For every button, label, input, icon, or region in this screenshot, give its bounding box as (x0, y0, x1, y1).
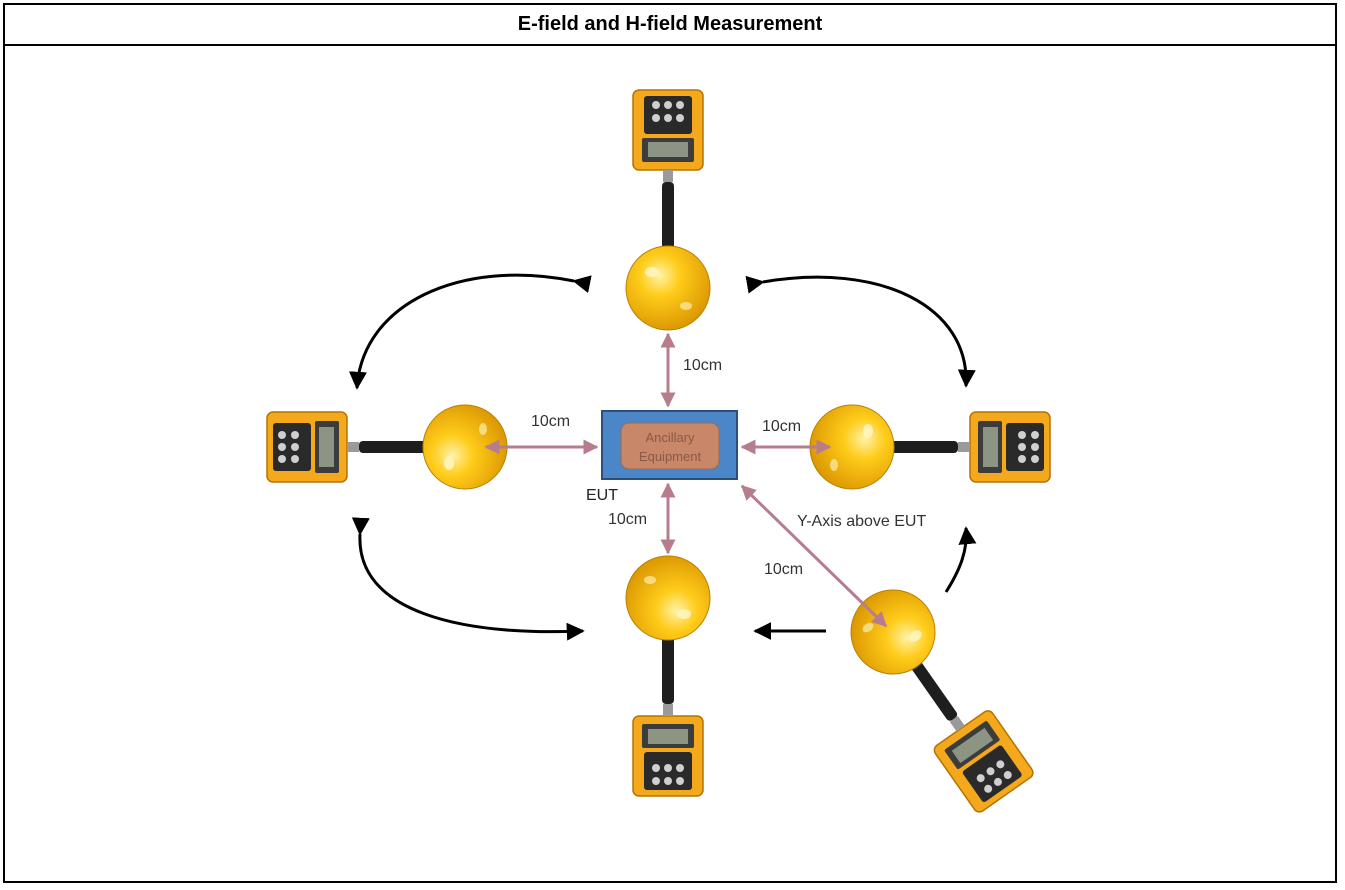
y-axis-label: Y-Axis above EUT (797, 513, 926, 530)
distance-label-diagonal: 10cm (764, 561, 803, 578)
probe-diagonal (833, 572, 1042, 820)
ancillary-equipment-box (620, 422, 720, 470)
distance-label-left: 10cm (531, 413, 570, 430)
distance-arrow-diagonal (740, 484, 888, 628)
probe-right (809, 404, 1051, 490)
ancillary-label-line2: Equipment (639, 449, 702, 464)
rotation-arrow-bottom-left (351, 517, 585, 641)
diagram-title: E-field and H-field Measurement (517, 13, 823, 35)
probe-left (266, 404, 508, 490)
rotation-arrow-top-left (348, 273, 592, 390)
rotation-arrow-top-right (745, 275, 976, 388)
distance-label-top: 10cm (683, 357, 722, 374)
distance-label-bottom: 10cm (608, 511, 647, 528)
eut-label: EUT (586, 487, 618, 504)
probe-bottom (625, 555, 711, 797)
rotation-arrow-right-up (944, 526, 977, 593)
probe-top (625, 89, 711, 331)
ancillary-label-line1: Ancillary (645, 430, 695, 445)
distance-label-right: 10cm (762, 418, 801, 435)
title-bar: E-field and H-field Measurement (5, 5, 1335, 46)
